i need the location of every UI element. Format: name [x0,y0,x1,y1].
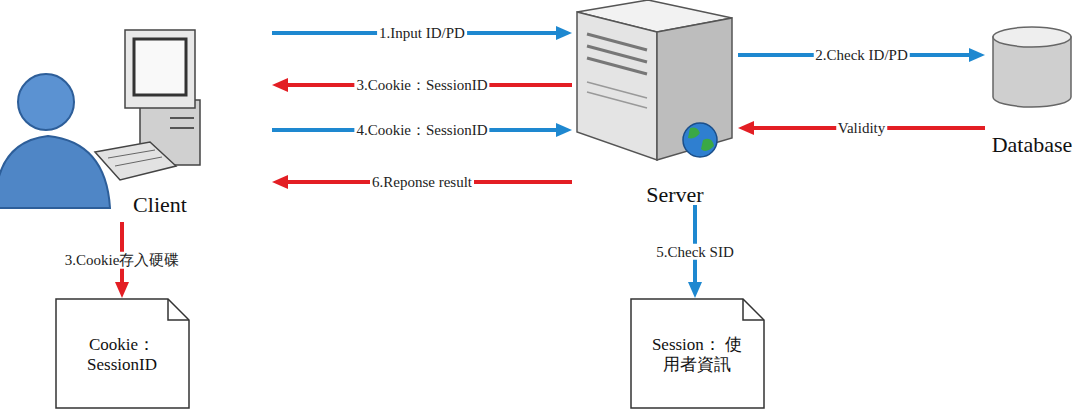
cylinder-top [993,27,1071,47]
server-slot [587,92,647,108]
edge-label: 3.Cookie：SessionID [354,77,489,94]
server-side [657,18,732,160]
server-slot [587,82,647,98]
edge-label: 5.Check SID [654,243,736,260]
server-node: Server [572,0,738,205]
edge-label: 1.Input ID/PD [377,25,467,42]
computer-monitor [125,30,195,108]
cookie-document: Cookie： SessionID [55,298,190,409]
computer-keyboard [95,142,176,180]
globe-land [688,128,700,139]
case-slot [170,117,194,119]
node-label: Session： 使用者資訊 [647,335,747,374]
user-head [18,74,74,130]
document-outline [631,299,764,408]
server-front [577,12,657,160]
monitor-screen [134,39,186,95]
globe-land [701,139,714,151]
edge-label: 2.Check ID/PD [813,47,910,64]
database-node: Database [985,25,1084,160]
node-label: Database [983,132,1082,157]
node-label: Client [115,192,205,217]
session-document: Session： 使用者資訊 [630,298,765,409]
user-body [0,136,110,208]
edge-label: 6.Reponse result [370,174,474,191]
edge-label: 4.Cookie：SessionID [354,122,489,139]
document-outline [56,299,189,408]
node-label: Cookie： SessionID [72,335,172,374]
document-fold [168,299,189,320]
client-node: Client [0,25,272,222]
keyboard-row [115,157,162,166]
globe-icon [683,123,717,157]
keyboard-row [108,150,155,158]
server-slot [587,58,647,74]
case-slot [170,127,194,129]
edge-label: 3.Cookie存入硬碟 [63,252,182,269]
node-label: Server [630,182,720,207]
edge-label: Validity [836,120,888,137]
document-fold [743,299,764,320]
